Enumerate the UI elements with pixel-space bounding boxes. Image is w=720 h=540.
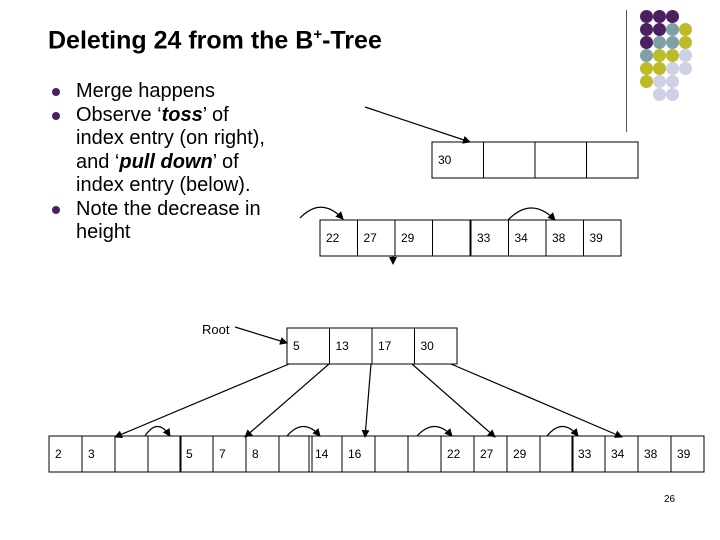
decorative-dot xyxy=(653,23,666,36)
node-key: 33 xyxy=(578,447,592,461)
decorative-divider xyxy=(626,10,627,132)
bullet-list: Merge happens Observe ‘toss’ of index en… xyxy=(52,80,272,245)
page-number: 26 xyxy=(664,494,676,505)
node-key: 17 xyxy=(378,339,392,353)
node-key: 3 xyxy=(88,447,95,461)
sibling-link-arrow xyxy=(507,207,556,221)
root-label: Root xyxy=(202,322,230,337)
pointer-arrow xyxy=(364,106,471,144)
decorative-dot xyxy=(640,49,653,62)
bullet-item: Observe ‘toss’ of index entry (on right)… xyxy=(52,104,272,198)
node-key: 16 xyxy=(348,447,362,461)
node-key: 8 xyxy=(252,447,259,461)
node-key: 29 xyxy=(513,447,527,461)
node-key: 27 xyxy=(480,447,494,461)
node-key: 5 xyxy=(293,339,300,353)
decorative-dot xyxy=(640,10,653,23)
slide-title: Deleting 24 from the B+-Tree xyxy=(48,26,382,55)
sibling-link-arrow xyxy=(286,425,321,437)
node-key: 33 xyxy=(477,231,491,245)
node-key: 29 xyxy=(401,231,415,245)
node-key: 34 xyxy=(611,447,625,461)
node-key: 39 xyxy=(677,447,691,461)
node-key: 13 xyxy=(336,339,350,353)
decorative-dot xyxy=(666,75,679,88)
decorative-dot xyxy=(653,36,666,49)
node-key: 2 xyxy=(55,447,62,461)
bullet-item: Note the decrease in height xyxy=(52,198,272,245)
pointer-arrow xyxy=(411,363,496,438)
decorative-dot xyxy=(640,75,653,88)
decorative-dot xyxy=(679,36,692,49)
decorative-dot xyxy=(653,10,666,23)
node-key: 39 xyxy=(590,231,604,245)
node-key: 30 xyxy=(438,153,452,167)
decorative-dot xyxy=(653,75,666,88)
pointer-arrow xyxy=(450,363,623,438)
decorative-dot xyxy=(640,23,653,36)
bullet-item: Merge happens xyxy=(52,80,272,104)
node-key: 38 xyxy=(552,231,566,245)
decorative-dot xyxy=(666,88,679,101)
node-key: 14 xyxy=(315,447,329,461)
node-key: 30 xyxy=(421,339,435,353)
bullet-dot-icon xyxy=(52,88,60,96)
sibling-link-arrow xyxy=(546,425,579,437)
decorative-dot xyxy=(653,62,666,75)
node-key: 5 xyxy=(186,447,193,461)
decorative-dot xyxy=(666,23,679,36)
decorative-dot xyxy=(679,62,692,75)
sibling-link-arrow xyxy=(299,206,344,220)
decorative-dot xyxy=(640,62,653,75)
pointer-arrow xyxy=(234,326,288,345)
bullet-dot-icon xyxy=(52,111,60,120)
sibling-link-arrow xyxy=(416,425,453,437)
decorative-dot xyxy=(666,49,679,62)
node-key: 34 xyxy=(515,231,529,245)
decorative-dot xyxy=(653,88,666,101)
pointer-arrow xyxy=(361,363,372,438)
decorative-dot xyxy=(679,23,692,36)
sibling-link-arrow xyxy=(144,425,171,437)
decorative-dot xyxy=(679,49,692,62)
pointer-arrow xyxy=(244,363,330,438)
node-key: 38 xyxy=(644,447,658,461)
decorative-dot xyxy=(666,36,679,49)
node-key: 7 xyxy=(219,447,226,461)
node-key: 22 xyxy=(447,447,461,461)
node-key: 27 xyxy=(364,231,378,245)
decorative-dot xyxy=(666,62,679,75)
decorative-dot xyxy=(640,36,653,49)
decorative-dot xyxy=(666,10,679,23)
bullet-dot-icon xyxy=(52,205,60,214)
decorative-dot xyxy=(653,49,666,62)
pointer-arrow xyxy=(114,363,290,438)
node-key: 22 xyxy=(326,231,340,245)
